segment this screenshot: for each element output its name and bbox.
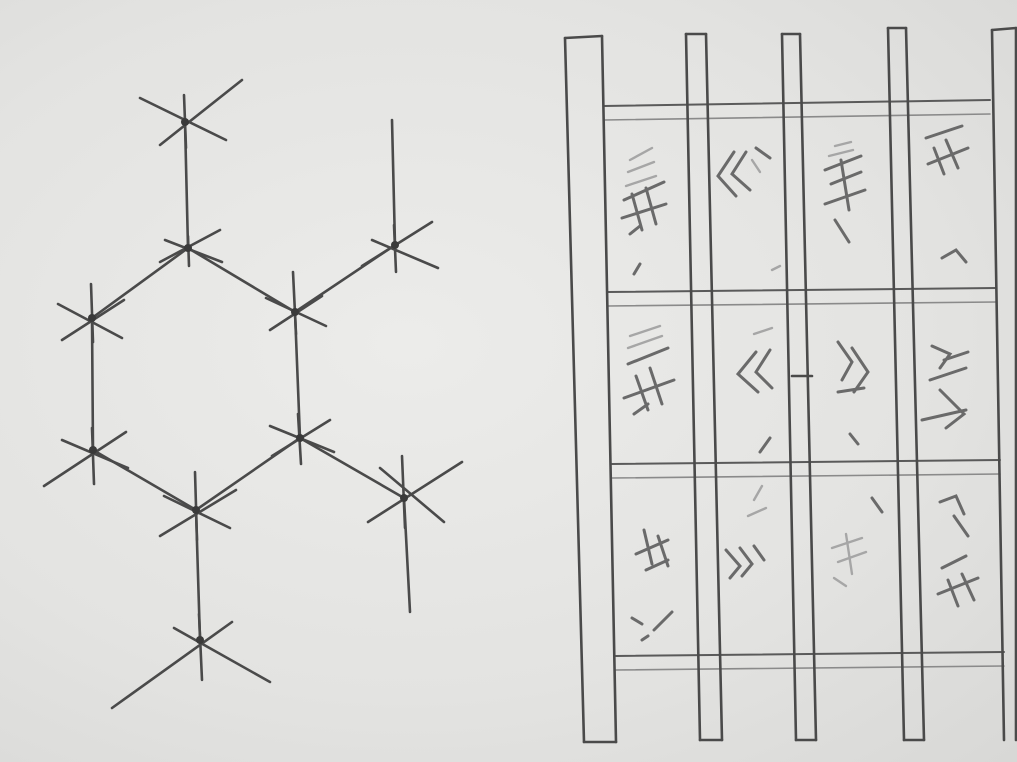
- lattice-nodes: [44, 80, 462, 708]
- lattice-bonds: [92, 120, 410, 640]
- cell-mark: [832, 498, 882, 586]
- hex-lattice: [44, 80, 462, 708]
- lattice-node: [362, 222, 438, 272]
- cell-mark: [938, 496, 978, 606]
- lattice-node: [140, 80, 242, 148]
- lattice-node: [266, 272, 326, 334]
- rail: [612, 460, 1000, 464]
- cell-mark: [772, 266, 780, 270]
- rail: [608, 288, 996, 292]
- rail: [604, 100, 990, 106]
- lattice-node: [270, 414, 334, 464]
- upright: [888, 28, 924, 740]
- cell-mark: [634, 264, 640, 274]
- rail: [612, 474, 1000, 478]
- lattice-node: [44, 428, 128, 486]
- cell-mark: [922, 346, 968, 428]
- frame-panel: [565, 28, 1016, 742]
- cell-mark: [726, 486, 766, 578]
- lattice-node: [368, 456, 462, 528]
- upright: [565, 36, 616, 742]
- rail: [616, 652, 1004, 656]
- uprights: [565, 28, 1016, 742]
- cell-mark: [624, 326, 674, 414]
- cell-mark: [632, 530, 672, 640]
- cell-mark: [825, 142, 865, 242]
- lattice-node: [112, 614, 270, 708]
- upright: [686, 34, 722, 740]
- cell-mark: [838, 342, 868, 444]
- cell-mark: [718, 148, 770, 196]
- upright: [782, 34, 816, 740]
- cell-mark: [926, 126, 968, 262]
- cell-mark: [622, 148, 666, 234]
- cell-mark: [738, 328, 772, 452]
- rail: [608, 302, 996, 306]
- upright: [992, 28, 1016, 740]
- bond: [92, 248, 188, 318]
- rail: [616, 666, 1004, 670]
- lattice-node: [160, 472, 236, 540]
- cell-marks: [622, 126, 978, 640]
- rail: [604, 114, 990, 120]
- bond: [300, 438, 404, 498]
- bond: [188, 248, 295, 312]
